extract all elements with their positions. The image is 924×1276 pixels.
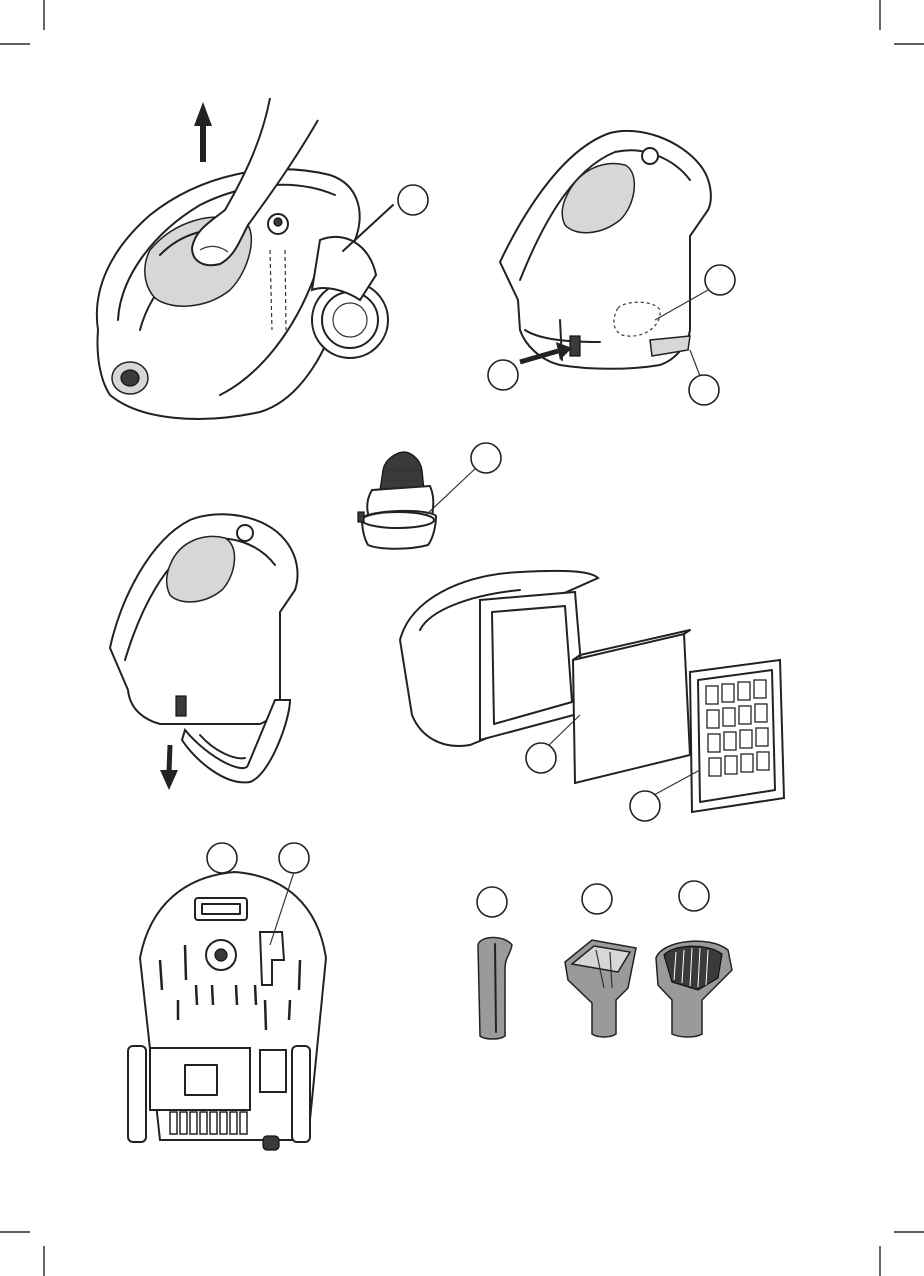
callout-circle [526, 743, 556, 773]
fig-lift-dust-container [97, 98, 428, 419]
upholstery-nozzle-icon [565, 940, 636, 1037]
callout-circle [630, 791, 660, 821]
fig-bottom-view [128, 843, 326, 1150]
callout-circle [398, 185, 428, 215]
callout-circle [705, 265, 735, 295]
hepa-filter-icon [690, 660, 784, 812]
fig-crevice-nozzle [477, 887, 512, 1039]
callout-circle [679, 881, 709, 911]
foam-filter-icon [573, 630, 690, 783]
cyclone-filter-icon [358, 452, 436, 549]
callout-circle [207, 843, 237, 873]
fig-cyclone-filter [358, 443, 501, 549]
callout-circle [582, 884, 612, 914]
fig-dusting-brush [656, 881, 732, 1037]
dusting-brush-icon [656, 941, 732, 1037]
fig-upholstery-nozzle [565, 884, 636, 1037]
empty-down-arrow [160, 745, 178, 790]
filter-frame-icon [400, 571, 598, 746]
vacuum-bottom-icon [128, 872, 326, 1150]
open-container-icon [110, 514, 298, 782]
callout-circle [477, 887, 507, 917]
callout-circle [279, 843, 309, 873]
crevice-nozzle-icon [478, 938, 512, 1040]
fig-dust-container-release [488, 131, 735, 405]
callout-circle [488, 360, 518, 390]
callout-circle [471, 443, 501, 473]
lift-up-arrow [194, 102, 212, 162]
fig-filter-assembly [400, 571, 784, 821]
fig-empty-dust-container [110, 514, 298, 790]
callout-circle [689, 375, 719, 405]
dust-container-icon [500, 131, 711, 369]
